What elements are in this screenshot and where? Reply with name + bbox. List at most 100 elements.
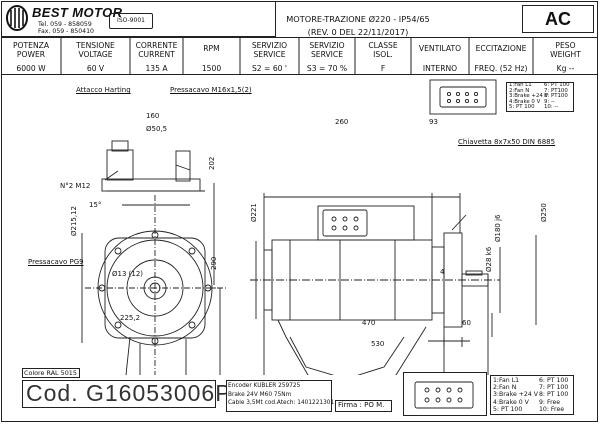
dim-530: 530 [371, 340, 385, 348]
firma-box [335, 400, 392, 412]
pin-line: 10: Free [539, 405, 565, 413]
spec-header-en-1: VOLTAGE [78, 50, 113, 59]
spec-value-5: S3 = 70 % [306, 64, 348, 73]
spec-header-en-0: POWER [16, 50, 46, 59]
pin-line: 2:Fan N [493, 384, 517, 392]
pin-line: 4:Brake 0 V [509, 98, 541, 105]
label-angle: 15° [89, 201, 102, 209]
iso-badge: ISO-9001 [109, 13, 153, 29]
spec-header-it-9: PESO [555, 41, 576, 50]
spec-header-it-5: SERVIZIO [309, 41, 345, 50]
pin-line: 3:Brake +24 V [509, 93, 549, 100]
encoder-lines: Encoder KUBLER 259725 Brake 24V M60 75Nm… [228, 382, 334, 408]
encoder-line-2: Brake 24V M60 75Nm [228, 391, 292, 398]
pin-line: 6: PT 100 [544, 82, 570, 88]
company-tel: Tel. 059 - 858059 [38, 21, 92, 28]
dim-21512: Ø215,12 [70, 205, 78, 236]
spec-value-2: 135 A [145, 64, 168, 73]
connector-bottom-icon [414, 381, 474, 409]
connector-pinout [429, 79, 497, 115]
pin-line: 1:Fan L1 [493, 377, 520, 384]
pin-line: 5: PT 100 [493, 405, 523, 413]
pin-line: 1:Fan L1 [509, 82, 532, 88]
spec-table-grid [60, 37, 534, 75]
dim-180: Ø180 j6 [494, 214, 502, 243]
spec-header-it-4: SERVIZIO [251, 41, 288, 50]
spec-value-8: FREQ. (52 Hz) [474, 64, 528, 73]
label-n2-m12: N°2 M12 [60, 182, 91, 190]
technical-drawing [81, 79, 537, 375]
label-chiavetta: Chiavetta 8x7x50 DIN 6885 [458, 138, 556, 146]
dim-4: 4 [440, 268, 445, 276]
dim-290: 290 [210, 256, 218, 270]
pin-line: 3:Brake +24 V [493, 391, 538, 399]
company-fax: Fax. 059 - 850410 [38, 28, 94, 35]
dim-260: 260 [335, 118, 349, 126]
pin-line: 2:Fan N [509, 87, 530, 94]
label-pressacavo-pg9: Pressacavo PG9 [28, 258, 84, 266]
spec-header-7: VENTILATO [411, 44, 469, 53]
label-attacco-harting: Attacco Harting [76, 86, 131, 94]
colore-box [22, 368, 80, 378]
spec-value-6: F [380, 64, 386, 73]
spec-header-3: RPM [183, 44, 240, 53]
ac-logo: AC [545, 9, 571, 29]
spec-value-0: 6000 W [16, 64, 46, 73]
pin-line: 4:Brake 0 V [493, 398, 529, 406]
spec-header-it-3: RPM [203, 44, 220, 53]
pin-line: 6: PT 100 [539, 377, 569, 384]
ac-logo-box [522, 5, 594, 33]
dim-93: 93 [429, 118, 438, 126]
spec-header-en-6: ISOL. [373, 50, 393, 59]
pin-line: 7: PT 100 [539, 384, 569, 392]
title-left-block [1, 1, 276, 37]
spec-header-it-2: CORRENTE [135, 41, 178, 50]
dim-28: Ø28 k6 [485, 246, 493, 272]
pin-line: 8: PT100 [544, 93, 568, 100]
spec-header-en-4: SERVICE [253, 50, 286, 59]
pin-line: 8: PT 100 [539, 391, 569, 399]
pin-line: 9: Free [539, 398, 561, 406]
pin-line: 7: PT100 [544, 87, 568, 94]
dim-13: Ø13 (12) [112, 270, 144, 278]
company-name: BEST MOTOR [32, 5, 123, 20]
spec-value-4: S2 = 60 ' [251, 64, 287, 73]
encoder-line-3: Cable 3,5Mt cod.Atech: 1401221301 [228, 400, 335, 407]
spec-header-it-8: ECCITAZIONE [475, 44, 527, 53]
firma-text: Firma : PO M. [338, 401, 385, 409]
dim-160: 160 [146, 112, 160, 120]
spec-header-it-1: TENSIONE [76, 41, 115, 50]
cod-text: Cod. G16053006P [26, 380, 232, 406]
pin-line: 5: PT 100 [509, 104, 535, 111]
pin-line: 10: -- [544, 104, 559, 111]
dim-250: Ø250 [540, 203, 548, 222]
encoder-box [226, 380, 332, 412]
best-motor-logo [5, 5, 29, 31]
spec-value-7: INTERNO [422, 64, 458, 73]
spec-header-en-5: SERVICE [310, 50, 343, 59]
dim-470: 470 [362, 319, 376, 327]
spec-header-en-2: CURRENT [138, 50, 175, 59]
dim-2252: 225,2 [120, 314, 141, 322]
spec-header-8: ECCITAZIONE [469, 44, 533, 53]
encoder-line-1: Encoder KUBLER 259725 [228, 383, 301, 389]
spec-header-it-6: CLASSE [368, 41, 398, 50]
title-line-2: (REV. 0 DEL 22/11/2017) [307, 27, 409, 37]
spec-header-it-0: POTENZA [12, 41, 50, 50]
spec-value-9: Kg -- [556, 64, 575, 73]
cod-box [22, 380, 216, 408]
colore-text: Colore RAL 5015 [24, 369, 77, 377]
dim-221: Ø221 [250, 203, 258, 222]
